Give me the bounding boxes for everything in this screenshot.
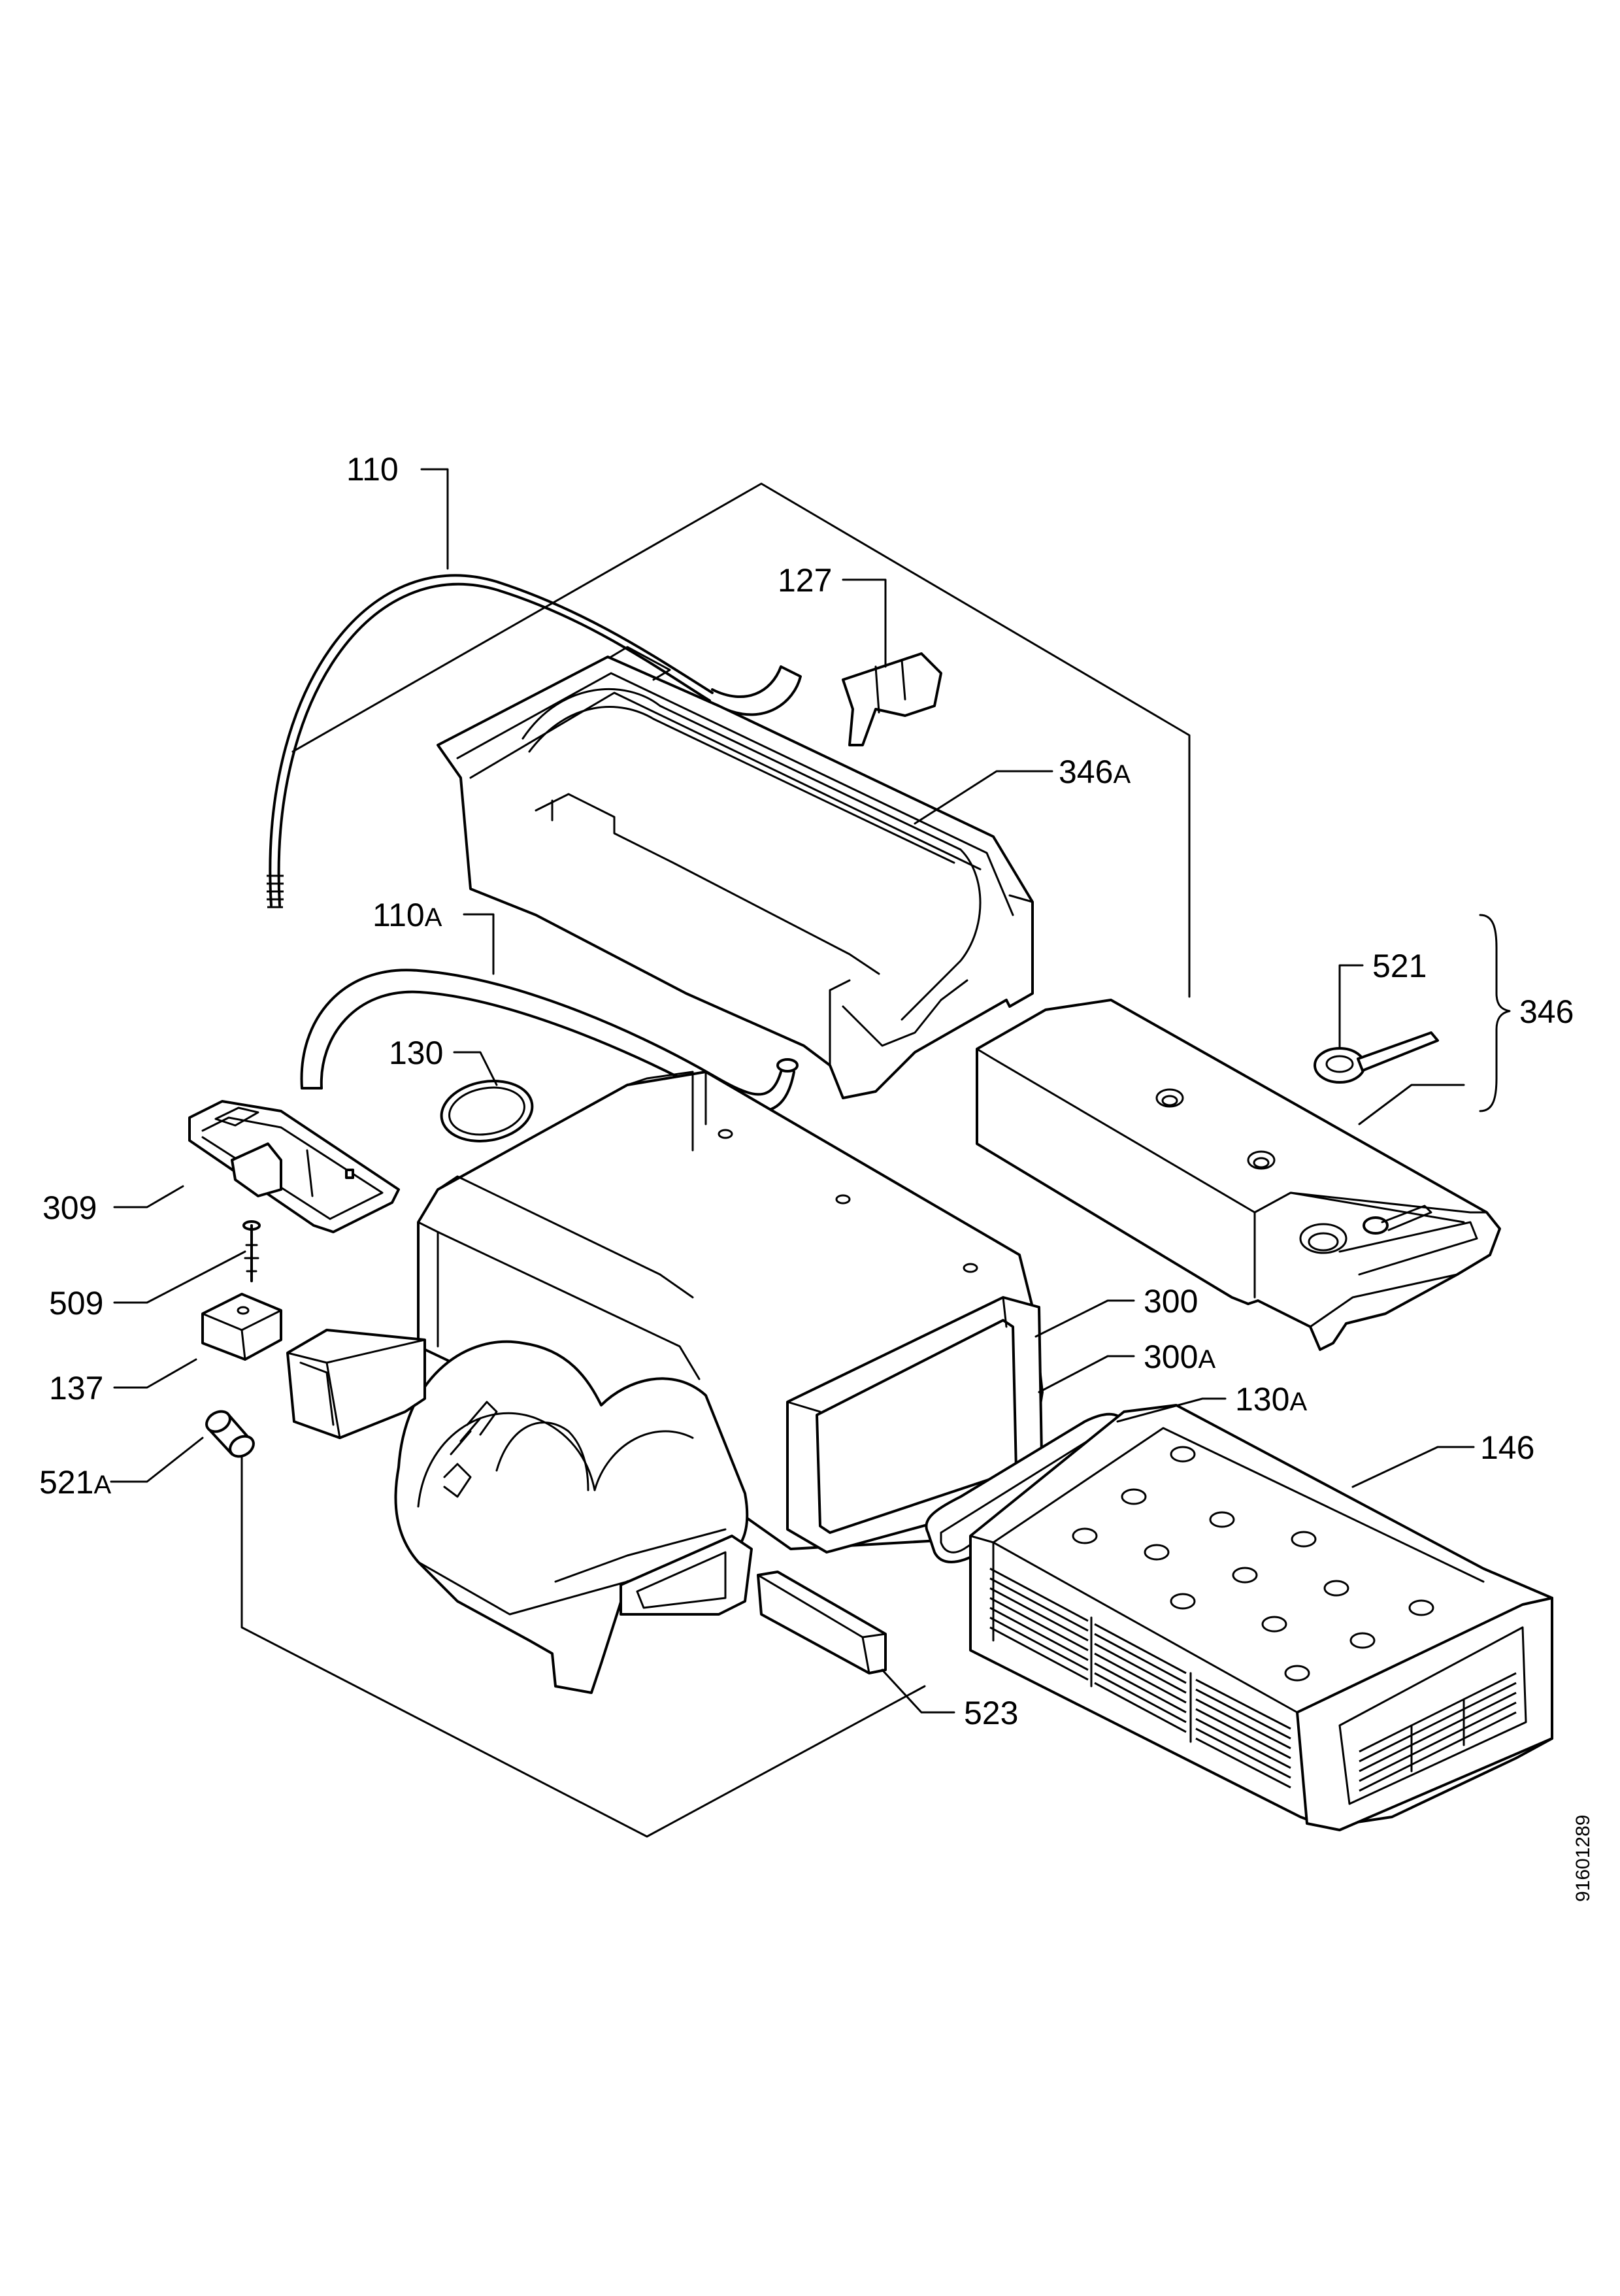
label-309: 309 xyxy=(42,1190,97,1226)
seal-130 xyxy=(440,1080,534,1142)
document-number: 91601289 xyxy=(1572,1815,1594,1902)
label-523: 523 xyxy=(964,1695,1018,1731)
side-grille xyxy=(989,1567,1291,1789)
float-on-container xyxy=(1363,1205,1432,1235)
rail-523 xyxy=(757,1571,887,1674)
leader-lines xyxy=(110,468,1511,1714)
cover-plate-309 xyxy=(188,1100,400,1233)
hose-110 xyxy=(267,574,802,908)
label-110: 110 xyxy=(346,451,399,488)
lower-air-channel xyxy=(286,1329,426,1439)
label-127: 127 xyxy=(778,562,832,599)
sleeve-521a xyxy=(205,1410,255,1458)
label-346: 346 xyxy=(1519,993,1574,1030)
label-146: 146 xyxy=(1480,1429,1534,1466)
label-509: 509 xyxy=(49,1285,103,1322)
clip-127 xyxy=(842,652,942,746)
label-110a: 110A xyxy=(372,897,442,933)
filter-block-137 xyxy=(201,1293,282,1361)
front-grille xyxy=(1359,1672,1517,1792)
hose-110-ribbed-end xyxy=(267,874,284,908)
airflow-arrow-icon xyxy=(450,1401,498,1456)
condenser-tray-346a xyxy=(437,646,1034,1099)
water-container-346 xyxy=(976,999,1501,1351)
label-300: 300 xyxy=(1144,1283,1198,1320)
blower-housing xyxy=(394,1340,753,1694)
label-130a: 130A xyxy=(1235,1381,1307,1418)
label-300a: 300A xyxy=(1144,1339,1215,1375)
part-labels: 110 127 346A 110A 521 346 130 309 509 13… xyxy=(39,451,1574,1731)
assembly-frame-lines xyxy=(240,482,1191,1838)
label-521: 521 xyxy=(1372,948,1427,984)
screw-509 xyxy=(242,1220,261,1282)
label-130: 130 xyxy=(389,1035,443,1071)
label-137: 137 xyxy=(49,1370,103,1406)
filter-drawer-146 xyxy=(969,1404,1553,1831)
float-521 xyxy=(1314,1031,1439,1084)
label-521a: 521A xyxy=(39,1464,111,1501)
label-346a: 346A xyxy=(1059,754,1131,790)
